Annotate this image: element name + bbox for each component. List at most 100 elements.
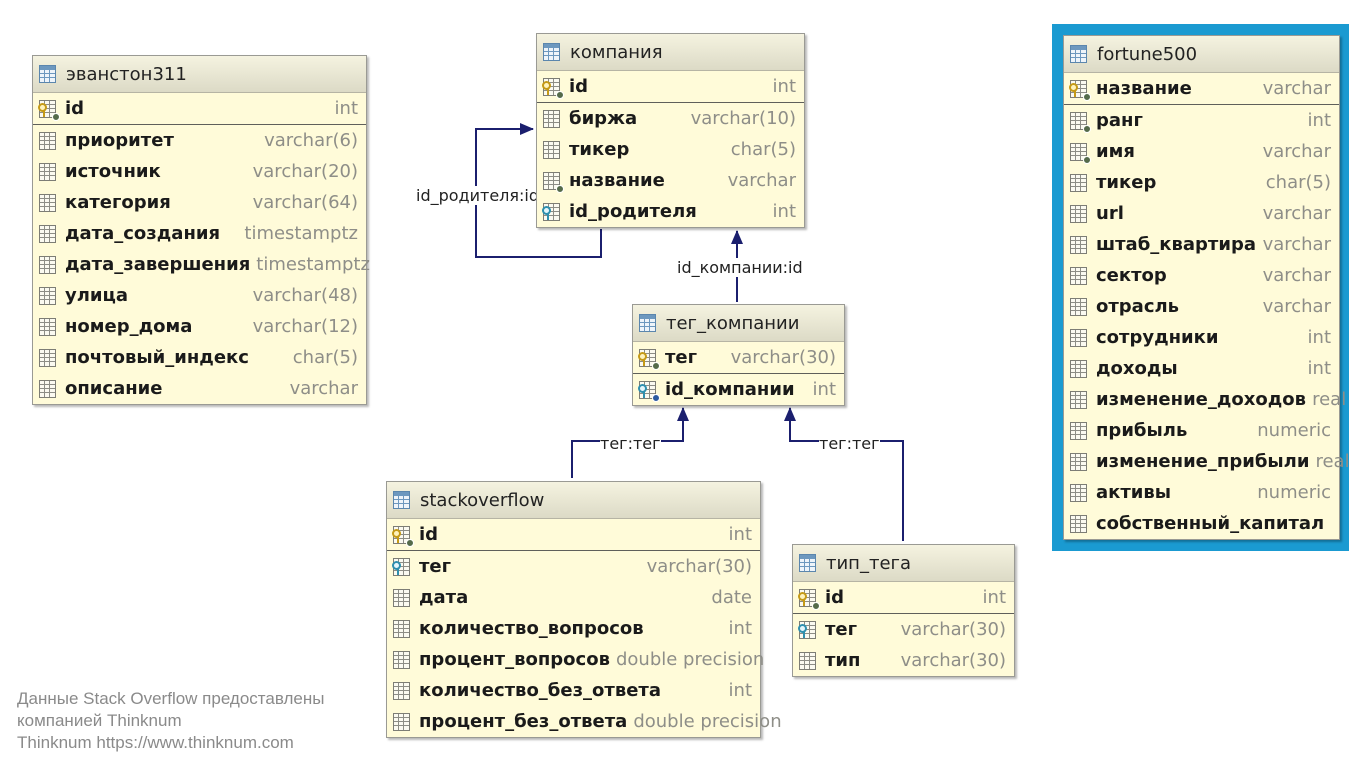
column-type: int — [982, 587, 1006, 608]
relation-label-tag-right: тег:тег — [819, 434, 880, 453]
column-type: char(5) — [1265, 172, 1331, 193]
column-row-id[interactable]: id int — [33, 93, 366, 125]
credit-line-1: Данные Stack Overflow предоставлены — [17, 689, 325, 708]
column-name: тег — [419, 556, 452, 577]
column-row[interactable]: количество_без_ответа int — [387, 675, 760, 706]
relation-tag-right-line — [784, 407, 904, 541]
column-type: char(5) — [292, 347, 358, 368]
column-row[interactable]: изменение_прибыли real — [1064, 446, 1350, 477]
column-row[interactable]: сектор varchar — [1064, 260, 1339, 291]
table-tag-type[interactable]: тип_тега id int тег varchar(30) тип varc… — [792, 544, 1015, 677]
foreign-key-icon — [542, 202, 562, 221]
column-type: varchar(12) — [252, 316, 358, 337]
column-row[interactable]: штаб_квартира varchar — [1064, 229, 1339, 260]
relation-label-company-id: id_компании:id — [677, 258, 803, 277]
column-name: ранг — [1096, 110, 1143, 131]
table-header[interactable]: компания — [537, 34, 804, 71]
column-type: varchar(30) — [646, 556, 752, 577]
column-row[interactable]: процент_вопросов double precision — [387, 644, 764, 675]
column-row[interactable]: тикер char(5) — [1064, 167, 1339, 198]
column-row[interactable]: тег varchar(30) — [793, 614, 1014, 645]
column-row[interactable]: дата_создания timestamptz — [33, 218, 366, 249]
table-tag-company[interactable]: тег_компании тег varchar(30) id_компании… — [632, 304, 845, 406]
column-name: дата_завершения — [65, 254, 251, 275]
column-row-id[interactable]: id int — [387, 519, 760, 551]
column-icon — [393, 681, 412, 700]
column-row[interactable]: тип varchar(30) — [793, 645, 1014, 676]
column-row[interactable]: название varchar — [1064, 73, 1339, 105]
column-name: номер_дома — [65, 316, 193, 337]
table-icon — [799, 554, 818, 572]
column-row[interactable]: отрасль varchar — [1064, 291, 1339, 322]
column-icon — [393, 650, 412, 669]
table-evanston311[interactable]: эванстон311 id int приоритет varchar(6) … — [32, 55, 370, 405]
column-row[interactable]: изменение_доходов real — [1064, 384, 1346, 415]
column-row[interactable]: биржа varchar(10) — [537, 103, 804, 134]
column-name: имя — [1096, 141, 1135, 162]
column-type: int — [728, 524, 752, 545]
table-fortune500[interactable]: fortune500 название varchar ранг int имя… — [1063, 35, 1350, 540]
column-icon — [1070, 359, 1089, 378]
column-name: категория — [65, 192, 171, 213]
column-name: тикер — [1096, 172, 1157, 193]
column-row[interactable]: тег varchar(30) — [387, 551, 760, 582]
column-row-id[interactable]: id int — [537, 71, 804, 103]
column-row[interactable]: почтовый_индекс char(5) — [33, 342, 366, 373]
column-row[interactable]: дата date — [387, 582, 760, 613]
column-row[interactable]: url varchar — [1064, 198, 1339, 229]
column-type: int — [728, 618, 752, 639]
table-name: эванстон311 — [66, 63, 187, 85]
column-type: varchar — [1262, 203, 1331, 224]
column-icon — [39, 286, 58, 305]
table-header[interactable]: stackoverflow — [387, 482, 760, 519]
table-header[interactable]: тип_тега — [793, 545, 1014, 582]
column-type: varchar(10) — [690, 108, 796, 129]
column-row[interactable]: описание varchar — [33, 373, 366, 404]
column-row[interactable]: приоритет varchar(6) — [33, 125, 366, 156]
credit-line-2: компанией Thinknum — [17, 711, 182, 730]
table-header[interactable]: тег_компании — [633, 305, 844, 342]
credit-line-3: Thinknum https://www.thinknum.com — [17, 733, 294, 752]
column-row[interactable]: тикер char(5) — [537, 134, 804, 165]
foreign-key-icon — [392, 557, 412, 576]
column-name: доходы — [1096, 358, 1178, 379]
column-row[interactable]: источник varchar(20) — [33, 156, 366, 187]
column-type: int — [1307, 327, 1331, 348]
table-header[interactable]: fortune500 — [1064, 36, 1339, 73]
column-row[interactable]: имя varchar — [1064, 136, 1339, 167]
column-row[interactable]: собственный_капитал — [1064, 508, 1339, 539]
column-row[interactable]: количество_вопросов int — [387, 613, 760, 644]
column-type: varchar(20) — [252, 161, 358, 182]
column-type: varchar(30) — [900, 650, 1006, 671]
table-header[interactable]: эванстон311 — [33, 56, 366, 93]
table-company[interactable]: компания id int биржа varchar(10) тикер … — [536, 33, 805, 228]
column-name: дата — [419, 587, 469, 608]
column-icon — [1070, 204, 1089, 223]
column-row[interactable]: ранг int — [1064, 105, 1339, 136]
column-row[interactable]: активы numeric — [1064, 477, 1339, 508]
column-name: id_родителя — [569, 201, 697, 222]
column-row[interactable]: дата_завершения timestamptz — [33, 249, 370, 280]
column-row[interactable]: название varchar — [537, 165, 804, 196]
column-type: varchar — [1262, 141, 1331, 162]
column-row[interactable]: номер_дома varchar(12) — [33, 311, 366, 342]
column-icon — [39, 317, 58, 336]
column-row[interactable]: категория varchar(64) — [33, 187, 366, 218]
column-row[interactable]: id_компании int — [633, 374, 844, 405]
column-index-icon — [543, 140, 562, 159]
table-stackoverflow[interactable]: stackoverflow id int тег varchar(30) дат… — [386, 481, 782, 738]
column-row[interactable]: улица varchar(48) — [33, 280, 366, 311]
column-row-id[interactable]: id int — [793, 582, 1014, 614]
column-row[interactable]: доходы int — [1064, 353, 1339, 384]
column-icon — [1070, 266, 1089, 285]
column-row[interactable]: id_родителя int — [537, 196, 804, 227]
column-icon — [393, 619, 412, 638]
column-name: тип — [825, 650, 861, 671]
column-icon — [1070, 483, 1089, 502]
column-row[interactable]: сотрудники int — [1064, 322, 1339, 353]
column-row[interactable]: процент_без_ответа double precision — [387, 706, 782, 737]
column-name: id — [569, 76, 589, 97]
column-row[interactable]: прибыль numeric — [1064, 415, 1339, 446]
column-row[interactable]: тег varchar(30) — [633, 342, 844, 374]
column-name: процент_без_ответа — [419, 711, 628, 732]
